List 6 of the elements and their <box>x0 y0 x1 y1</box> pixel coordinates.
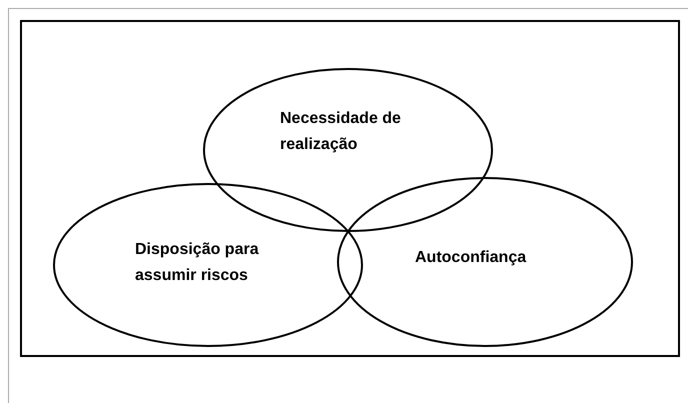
ellipse-label: Disposição para assumir riscos <box>135 240 260 286</box>
venn-ellipse <box>203 68 493 232</box>
venn-ellipse <box>53 183 363 347</box>
venn-ellipse <box>337 177 633 347</box>
ellipse-label: Autoconfiança <box>415 248 526 268</box>
ellipse-label: Necessidade de realização <box>280 109 402 155</box>
